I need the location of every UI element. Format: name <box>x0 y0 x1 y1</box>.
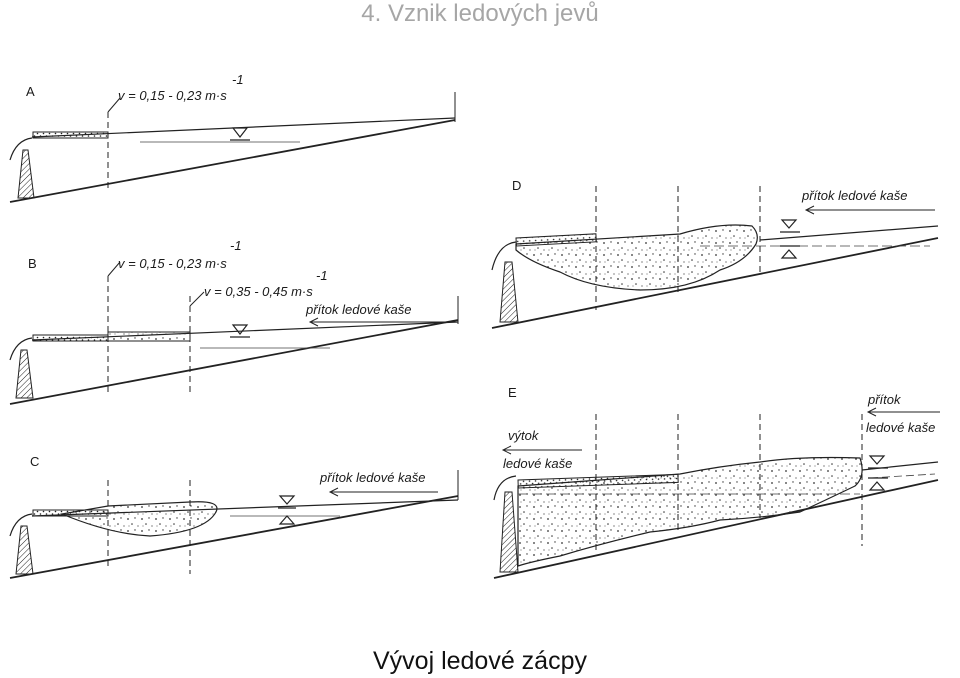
panel-b: B v = 0,15 - 0,23 m·s -1 v = 0,35 - 0,45… <box>9 238 459 405</box>
panel-b-pointer-2 <box>189 291 205 307</box>
panel-c-inflow-label: přítok ledové kaše <box>319 470 426 485</box>
panel-c-dam <box>15 525 34 575</box>
panel-d: D přítok ledové kaše <box>491 178 939 329</box>
panel-a-pointer <box>107 97 121 113</box>
panel-e-inflow-label-2: ledové kaše <box>866 420 935 435</box>
panel-c-inflow-arrowhead <box>328 487 339 497</box>
panel-a-level-marker <box>230 127 250 141</box>
panel-c-level-marker <box>278 495 296 525</box>
panel-b-dam <box>15 349 34 399</box>
panel-c-riverbed <box>9 495 459 579</box>
panel-e-outflow-label-2: ledové kaše <box>503 456 572 471</box>
panel-b-ice-cover <box>32 334 109 342</box>
panel-e-level-marker <box>868 455 888 491</box>
panel-b-riverbed <box>9 319 459 405</box>
panel-e-letter: E <box>508 385 517 400</box>
panel-d-dam <box>499 261 519 323</box>
panel-d-inflow-arrowhead <box>804 205 815 215</box>
panel-e-dam-crest <box>493 475 517 501</box>
figure-caption: Vývoj ledové zácpy <box>372 647 587 675</box>
panel-e-inflow-label-1: přítok <box>867 392 902 407</box>
panel-e-outflow-label-1: výtok <box>508 428 540 443</box>
panel-b-level-marker <box>230 324 250 338</box>
panel-b-velocity-label-1: v = 0,15 - 0,23 m·s <box>118 256 227 271</box>
panel-a-letter: A <box>26 84 35 99</box>
panel-a-dam-crest <box>9 137 33 161</box>
panel-b-dam-crest <box>9 337 33 361</box>
panel-b-velocity-exponent-2: -1 <box>316 268 328 283</box>
panel-e-inflow-arrowhead <box>866 407 877 417</box>
panel-a: A v = 0,15 - 0,23 m·s -1 <box>9 72 456 203</box>
panel-d-letter: D <box>512 178 521 193</box>
panel-b-letter: B <box>28 256 37 271</box>
panel-b-velocity-exponent-1: -1 <box>230 238 242 253</box>
panel-b-velocity-label-2: v = 0,35 - 0,45 m·s <box>204 284 313 299</box>
panel-a-velocity-label: v = 0,15 - 0,23 m·s <box>118 88 227 103</box>
panel-e: E výtok ledové kaše přítok ledové kaše <box>493 385 940 579</box>
panel-e-dam <box>499 491 519 573</box>
panel-b-pointer-1 <box>107 261 121 277</box>
panel-b-slush-cover <box>107 331 191 342</box>
panel-c-letter: C <box>30 454 39 469</box>
panel-e-water-surface <box>861 461 939 471</box>
panel-c: C přítok ledové kaše <box>9 454 459 579</box>
panel-d-water-surface <box>759 225 939 241</box>
ice-jam-diagram: A v = 0,15 - 0,23 m·s -1 B <box>9 72 940 579</box>
panel-a-dam <box>17 149 35 199</box>
panel-d-inflow-label: přítok ledové kaše <box>801 188 908 203</box>
panel-a-velocity-exponent: -1 <box>232 72 244 87</box>
panel-e-jam-body <box>517 456 863 567</box>
panel-e-riverbed <box>493 479 939 579</box>
panel-c-dam-crest <box>9 513 33 537</box>
panel-c-slush-accumulation <box>59 501 218 537</box>
slide-title: 4. Vznik ledových jevů <box>361 0 599 27</box>
panel-b-inflow-label: přítok ledové kaše <box>305 302 412 317</box>
panel-d-level-marker <box>780 219 800 259</box>
panel-a-ice-cover <box>32 131 109 139</box>
panel-e-water-dash <box>869 473 936 479</box>
panel-d-dam-crest <box>491 241 517 271</box>
panel-b-inflow-arrowhead <box>308 317 319 327</box>
panel-d-slush-accumulation <box>515 224 758 291</box>
panel-a-riverbed <box>9 119 456 203</box>
panel-d-riverbed <box>491 237 939 329</box>
panel-e-outflow-arrowhead <box>501 445 512 455</box>
